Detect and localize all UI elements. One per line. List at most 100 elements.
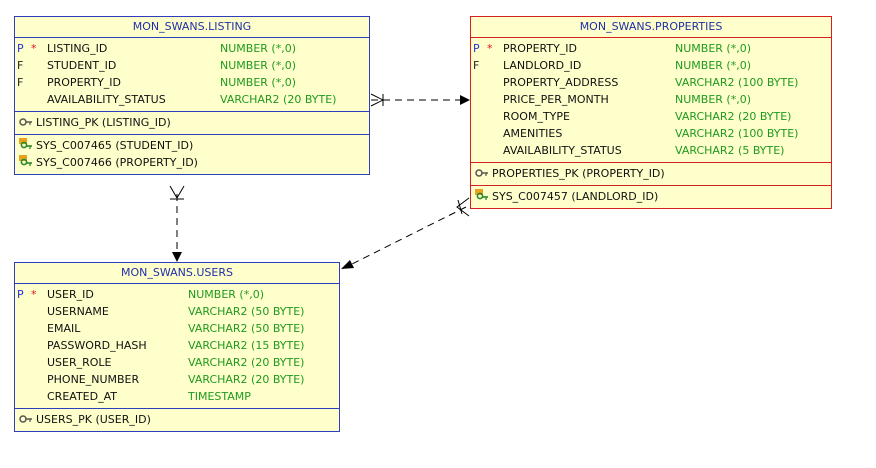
column-row[interactable]: PROPERTY_ADDRESS VARCHAR2 (100 BYTE) — [471, 74, 831, 91]
column-row[interactable]: CREATED_AT TIMESTAMP — [15, 388, 339, 405]
key-flag: P — [17, 288, 24, 301]
column-row[interactable]: PRICE_PER_MONTH NUMBER (*,0) — [471, 91, 831, 108]
column-name: PROPERTY_ID — [47, 76, 122, 89]
column-type: NUMBER (*,0) — [220, 59, 296, 72]
column-name: PRICE_PER_MONTH — [503, 93, 609, 106]
column-row[interactable]: PHONE_NUMBER VARCHAR2 (20 BYTE) — [15, 371, 339, 388]
pk-row[interactable]: LISTING_PK (LISTING_ID) — [15, 114, 369, 131]
column-type: VARCHAR2 (20 BYTE) — [188, 356, 305, 369]
column-name: LANDLORD_ID — [503, 59, 582, 72]
foreign-key-icon — [19, 138, 33, 149]
pk-section: USERS_PK (USER_ID) — [15, 409, 339, 431]
column-name: EMAIL — [47, 322, 81, 335]
column-row[interactable]: P * LISTING_ID NUMBER (*,0) — [15, 40, 369, 57]
column-type: VARCHAR2 (50 BYTE) — [188, 322, 305, 335]
column-name: ROOM_TYPE — [503, 110, 570, 123]
pk-label: USERS_PK (USER_ID) — [36, 413, 151, 426]
column-type: VARCHAR2 (5 BYTE) — [675, 144, 785, 157]
relation-properties-users — [341, 197, 470, 269]
column-type: VARCHAR2 (20 BYTE) — [675, 110, 792, 123]
column-row[interactable]: F PROPERTY_ID NUMBER (*,0) — [15, 74, 369, 91]
column-name: AVAILABILITY_STATUS — [47, 93, 166, 106]
column-name: AVAILABILITY_STATUS — [503, 144, 622, 157]
pk-row[interactable]: PROPERTIES_PK (PROPERTY_ID) — [471, 165, 831, 182]
column-type: NUMBER (*,0) — [675, 42, 751, 55]
column-row[interactable]: ROOM_TYPE VARCHAR2 (20 BYTE) — [471, 108, 831, 125]
key-flag: P — [473, 42, 480, 55]
column-row[interactable]: USERNAME VARCHAR2 (50 BYTE) — [15, 303, 339, 320]
column-type: NUMBER (*,0) — [220, 42, 296, 55]
pk-label: PROPERTIES_PK (PROPERTY_ID) — [492, 167, 665, 180]
column-name: USER_ROLE — [47, 356, 112, 369]
fk-section: SYS_C007457 (LANDLORD_ID) — [471, 186, 831, 208]
column-name: LISTING_ID — [47, 42, 108, 55]
column-row[interactable]: P * PROPERTY_ID NUMBER (*,0) — [471, 40, 831, 57]
column-type: NUMBER (*,0) — [675, 93, 751, 106]
column-type: VARCHAR2 (100 BYTE) — [675, 76, 799, 89]
columns-section: P * PROPERTY_ID NUMBER (*,0) F LANDLORD_ID NUM… — [471, 38, 831, 163]
arrowhead-icon — [341, 260, 354, 269]
pk-label: LISTING_PK (LISTING_ID) — [36, 116, 171, 129]
key-flag: F — [17, 59, 24, 72]
foreign-key-icon — [475, 189, 489, 200]
column-row[interactable]: EMAIL VARCHAR2 (50 BYTE) — [15, 320, 339, 337]
column-type: VARCHAR2 (100 BYTE) — [675, 127, 799, 140]
column-row[interactable]: AMENITIES VARCHAR2 (100 BYTE) — [471, 125, 831, 142]
key-flag: F — [473, 59, 480, 72]
key-icon — [19, 412, 33, 423]
crows-foot-icon — [456, 197, 470, 217]
column-name: AMENITIES — [503, 127, 563, 140]
column-type: NUMBER (*,0) — [188, 288, 264, 301]
table-properties[interactable]: MON_SWANS.PROPERTIES P * PROPERTY_ID NUMBER… — [470, 16, 832, 209]
fk-row[interactable]: SYS_C007466 (PROPERTY_ID) — [15, 154, 369, 171]
key-flag: F — [17, 76, 24, 89]
pk-section: PROPERTIES_PK (PROPERTY_ID) — [471, 163, 831, 186]
column-type: VARCHAR2 (50 BYTE) — [188, 305, 305, 318]
column-row[interactable]: AVAILABILITY_STATUS VARCHAR2 (20 BYTE) — [15, 91, 369, 108]
fk-label: SYS_C007466 (PROPERTY_ID) — [36, 156, 198, 169]
relation-listing-properties — [370, 93, 470, 107]
column-name: USERNAME — [47, 305, 109, 318]
fk-row[interactable]: SYS_C007457 (LANDLORD_ID) — [471, 188, 831, 205]
column-name: CREATED_AT — [47, 390, 117, 403]
crows-foot-icon — [370, 93, 385, 107]
column-row[interactable]: USER_ROLE VARCHAR2 (20 BYTE) — [15, 354, 339, 371]
key-flag: P — [17, 42, 24, 55]
column-row[interactable]: AVAILABILITY_STATUS VARCHAR2 (5 BYTE) — [471, 142, 831, 159]
column-type: VARCHAR2 (20 BYTE) — [188, 373, 305, 386]
column-name: PROPERTY_ID — [503, 42, 578, 55]
key-icon — [19, 115, 33, 126]
column-name: PHONE_NUMBER — [47, 373, 140, 386]
foreign-key-icon — [19, 155, 33, 166]
pk-section: LISTING_PK (LISTING_ID) — [15, 112, 369, 135]
pk-row[interactable]: USERS_PK (USER_ID) — [15, 411, 339, 428]
not-null-marker: * — [31, 42, 37, 55]
key-icon — [475, 166, 489, 177]
column-type: NUMBER (*,0) — [675, 59, 751, 72]
table-title: MON_SWANS.PROPERTIES — [471, 17, 831, 38]
relation-listing-users — [169, 185, 185, 262]
column-type: VARCHAR2 (20 BYTE) — [220, 93, 337, 106]
column-type: NUMBER (*,0) — [220, 76, 296, 89]
column-type: TIMESTAMP — [188, 390, 251, 403]
arrowhead-icon — [172, 252, 182, 262]
column-name: PASSWORD_HASH — [47, 339, 147, 352]
not-null-marker: * — [31, 288, 37, 301]
column-type: VARCHAR2 (15 BYTE) — [188, 339, 305, 352]
fk-row[interactable]: SYS_C007465 (STUDENT_ID) — [15, 137, 369, 154]
arrowhead-icon — [460, 95, 470, 105]
columns-section: P * LISTING_ID NUMBER (*,0) F STUDENT_ID NUMBE… — [15, 38, 369, 112]
column-row[interactable]: F STUDENT_ID NUMBER (*,0) — [15, 57, 369, 74]
crows-foot-icon — [169, 185, 185, 200]
column-name: PROPERTY_ADDRESS — [503, 76, 619, 89]
fk-section: SYS_C007465 (STUDENT_ID) SYS_C007466 (PRO… — [15, 135, 369, 174]
column-name: STUDENT_ID — [47, 59, 117, 72]
column-row[interactable]: F LANDLORD_ID NUMBER (*,0) — [471, 57, 831, 74]
column-row[interactable]: PASSWORD_HASH VARCHAR2 (15 BYTE) — [15, 337, 339, 354]
not-null-marker: * — [487, 42, 493, 55]
